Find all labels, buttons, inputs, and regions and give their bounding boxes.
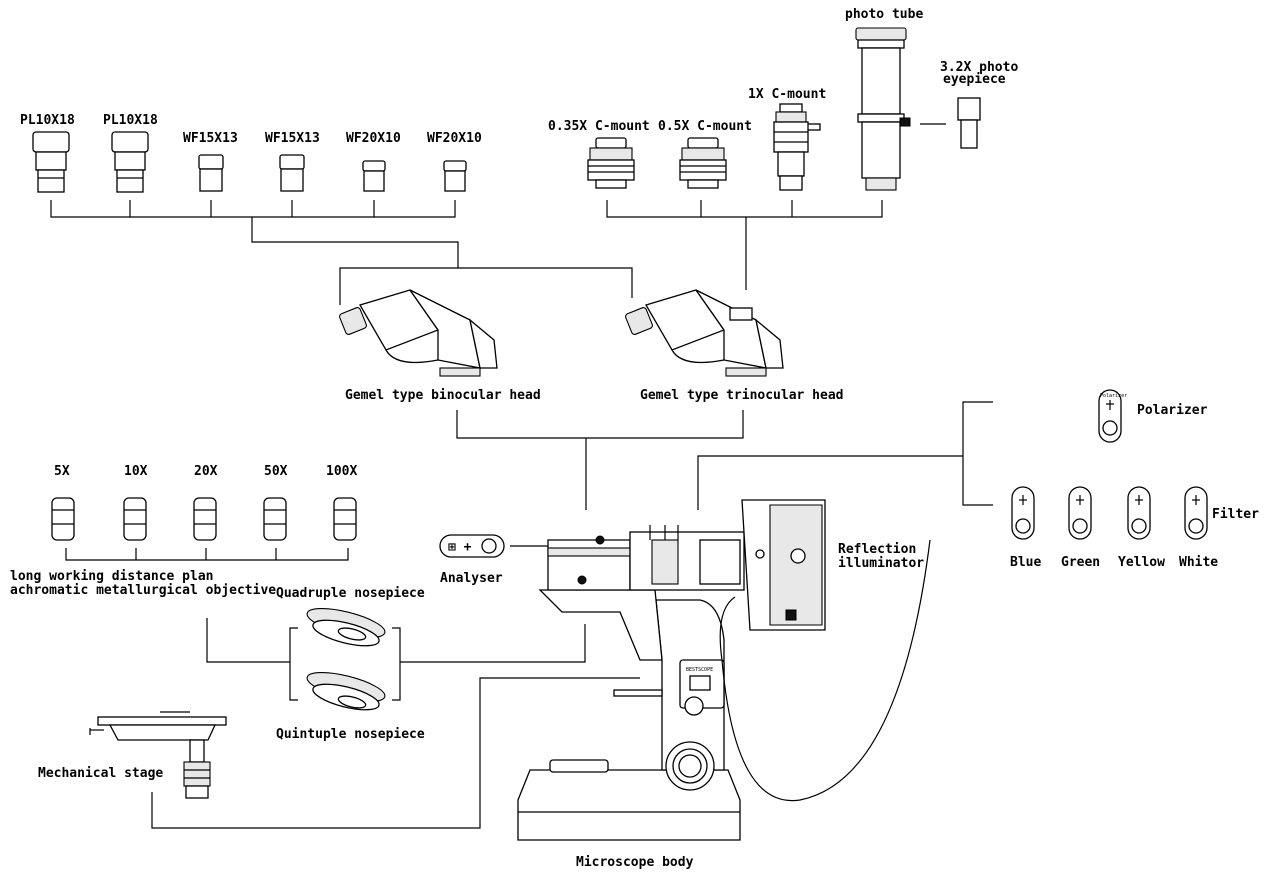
filter-white [1184, 486, 1208, 540]
filter-label-blue: Blue [1010, 555, 1041, 570]
eyepiece-label-6: WF20X10 [427, 131, 482, 146]
body-brand: BESTSCOPE [686, 667, 713, 673]
trinocular-head [625, 289, 784, 377]
c-mount-05x [679, 137, 727, 189]
objectives-group: 5X 10X 20X 50X 100X [10, 464, 357, 598]
filter-polarizer-group: Polarizer Polarizer [697, 389, 1259, 570]
eyepiece-label-2: PL10X18 [103, 113, 158, 128]
objective-50x [263, 497, 287, 541]
quintuple-nosepiece [306, 672, 386, 711]
objective-20x [193, 497, 217, 541]
trinocular-head-label: Gemel type trinocular head [640, 388, 844, 403]
eyepiece-label-5: WF20X10 [346, 131, 401, 146]
objective-10x [123, 497, 147, 541]
eyepiece-wf15x13-2 [279, 154, 305, 192]
filter-label-yellow: Yellow [1118, 555, 1165, 570]
analyser-symbol: ⊞ + [448, 540, 472, 555]
objective-5x [51, 497, 75, 541]
analyser-label: Analyser [440, 571, 503, 586]
photo-tube [855, 27, 911, 191]
reflection-illuminator-label-line2: illuminator [838, 556, 924, 571]
nosepiece-group: Quadruple nosepiece Quintuple nosepiece [206, 586, 586, 742]
objective-label-100x: 100X [326, 464, 357, 479]
c-mount-label-05x: 0.5X C-mount [658, 119, 752, 134]
analyser: ⊞ + Analyser [439, 534, 548, 586]
eyepiece-label-3: WF15X13 [183, 131, 238, 146]
polarizer: Polarizer Polarizer [1098, 389, 1208, 443]
eyepiece-wf15x13-1 [198, 154, 224, 192]
eyepiece-row: PL10X18 PL10X18 WF15X13 WF15X13 WF20X10 … [20, 113, 482, 268]
objective-label-20x: 20X [194, 464, 218, 479]
filter-label-green: Green [1061, 555, 1100, 570]
objective-label-50x: 50X [264, 464, 288, 479]
camera-adapter-group: photo tube 3.2X photo eyepiece 0.35X C-m… [548, 7, 1018, 290]
c-mount-label-035x: 0.35X C-mount [548, 119, 650, 134]
eyepiece-wf20x10-2 [443, 160, 467, 192]
binocular-head [339, 289, 498, 377]
filter-blue [1011, 486, 1035, 540]
reflection-illuminator-label-line1: Reflection [838, 542, 916, 557]
c-mount-label-1x: 1X C-mount [748, 87, 826, 102]
c-mount-035x [587, 137, 635, 189]
objective-caption-line1: long working distance plan [10, 569, 214, 584]
c-mount-1x [773, 103, 821, 191]
filter-yellow [1127, 486, 1151, 540]
photo-eyepiece-label-line1: 3.2X photo [940, 60, 1018, 75]
eyepiece-label-4: WF15X13 [265, 131, 320, 146]
quadruple-nosepiece-label: Quadruple nosepiece [276, 586, 425, 601]
polarizer-tag: Polarizer [1100, 393, 1127, 399]
filter-green [1068, 486, 1092, 540]
photo-tube-label: photo tube [845, 7, 923, 22]
quadruple-nosepiece [306, 608, 386, 647]
binocular-head-label: Gemel type binocular head [345, 388, 541, 403]
filter-label-white: White [1179, 555, 1218, 570]
eyepiece-wf20x10-1 [362, 160, 386, 192]
photo-eyepiece-label-line2: eyepiece [943, 72, 1006, 87]
mechanical-stage: Mechanical stage [38, 677, 640, 829]
eyepiece-label-1: PL10X18 [20, 113, 75, 128]
heads-group: Gemel type binocular head Gemel type tri… [339, 267, 844, 510]
objective-caption-line2: achromatic metallurgical objective [10, 583, 276, 598]
eyepiece-pl10x18-1 [32, 131, 70, 193]
objective-label-5x: 5X [54, 464, 70, 479]
photo-eyepiece-3-2x [920, 97, 981, 149]
body-label: Microscope body [576, 855, 694, 870]
objective-label-10x: 10X [124, 464, 148, 479]
objective-100x [333, 497, 357, 541]
mechanical-stage-label: Mechanical stage [38, 766, 163, 781]
eyepiece-pl10x18-2 [111, 131, 149, 193]
microscope-body: BESTSCOPE Microscope body [517, 499, 931, 870]
filter-label: Filter [1212, 507, 1259, 522]
polarizer-label: Polarizer [1137, 403, 1208, 418]
quintuple-nosepiece-label: Quintuple nosepiece [276, 727, 425, 742]
